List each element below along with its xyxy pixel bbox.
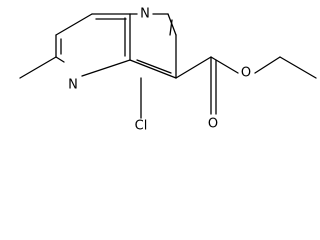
atom-label-carbonyl-o: O [208,117,218,132]
atom-label-ester-o: O [241,66,251,81]
molecule-structure: N N Cl O O [19,7,317,134]
atom-label-cl: Cl [135,119,148,134]
bond-c6-n5 [55,56,65,63]
bond-c3-carboxyl [175,56,212,79]
bond-c7-c6 [55,13,93,36]
bond-ester-o-ch2 [254,56,281,74]
bond-n5-c4a [81,59,131,77]
atom-label-n1: N [140,7,150,22]
bond-ch2-ch3 [279,56,317,79]
bond-c4-c4a [129,59,177,79]
bond-c6-methyl [19,56,57,79]
bond-c2-c3-inner [169,19,173,36]
bond-c4-c4a-inner [136,59,172,74]
bond-carboxyl-ester-o [210,56,239,74]
atom-labels: N N Cl O O [68,7,251,134]
bonds [19,13,317,119]
atom-label-n5: N [68,78,78,93]
